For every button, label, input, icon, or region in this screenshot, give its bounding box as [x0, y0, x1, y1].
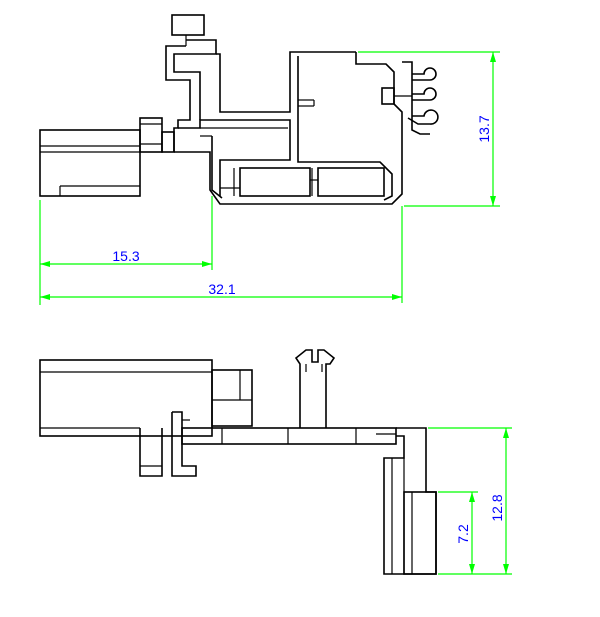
- dim-label-13-7: 13.7: [476, 115, 492, 142]
- side-latch: [139, 411, 197, 477]
- upper-latch-tab: [165, 14, 356, 152]
- side-right-clip: [383, 427, 437, 575]
- side-bar: [181, 427, 397, 445]
- bottom-side-view: 12.8 7.2: [39, 349, 512, 575]
- top-profile-view: 13.7 15.3 32.1: [39, 14, 500, 305]
- dim-label-12-8: 12.8: [489, 494, 505, 521]
- top-dimensions: [39, 51, 500, 305]
- right-clip-profile: [355, 52, 439, 150]
- dim-label-15-3: 15.3: [112, 248, 139, 264]
- side-clip-pin: [294, 349, 336, 428]
- bottom-dimensions: [428, 427, 512, 575]
- main-body-profile: [174, 56, 403, 205]
- left-connector-block: [39, 117, 175, 197]
- side-connector-block: [39, 359, 253, 437]
- dim-label-32-1: 32.1: [208, 281, 235, 297]
- dim-label-7-2: 7.2: [455, 524, 471, 544]
